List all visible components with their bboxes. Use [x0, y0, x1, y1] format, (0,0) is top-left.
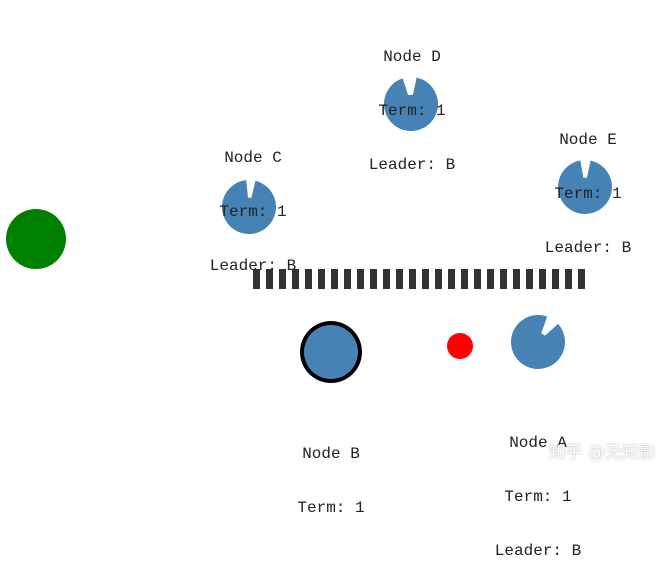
partition-segment [513, 269, 520, 289]
partition-segment [253, 269, 260, 289]
partition-segment [474, 269, 481, 289]
node-a-leader: Leader: B [494, 542, 582, 560]
node-a-name: Node A [509, 434, 567, 452]
node-a-label: Node A Term: 1 Leader: B [495, 398, 581, 578]
node-c-circle [222, 180, 276, 234]
watermark: 知乎 @无知影 [548, 443, 656, 463]
partition-segment [357, 269, 364, 289]
partition-segment [578, 269, 585, 289]
node-b-term: Term: 1 [297, 499, 365, 517]
partition-segment [292, 269, 299, 289]
network-partition [253, 269, 585, 289]
partition-segment [370, 269, 377, 289]
partition-segment [422, 269, 429, 289]
partition-segment [331, 269, 338, 289]
node-c-leader: Leader: B [209, 257, 297, 275]
partition-segment [461, 269, 468, 289]
partition-segment [279, 269, 286, 289]
node-e-circle [558, 160, 612, 214]
partition-segment [435, 269, 442, 289]
node-c-label: Node C Term: 1 Leader: B [210, 113, 296, 293]
message-dot [447, 333, 473, 359]
node-a-term: Term: 1 [504, 488, 572, 506]
partition-segment [305, 269, 312, 289]
partition-segment [487, 269, 494, 289]
node-e-name: Node E [559, 131, 617, 149]
partition-segment [565, 269, 572, 289]
node-e-leader: Leader: B [544, 239, 632, 257]
node-a-circle [511, 315, 565, 369]
node-c-term: Term: 1 [219, 203, 287, 221]
partition-segment [318, 269, 325, 289]
node-d-leader: Leader: B [368, 156, 456, 174]
node-b-name: Node B [302, 445, 360, 463]
partition-segment [539, 269, 546, 289]
partition-segment [448, 269, 455, 289]
raft-cluster-diagram [6, 77, 612, 383]
partition-segment [409, 269, 416, 289]
node-b-circle [304, 325, 358, 379]
partition-segment [266, 269, 273, 289]
partition-segment [552, 269, 559, 289]
node-e-term: Term: 1 [554, 185, 622, 203]
node-d-name: Node D [383, 48, 441, 66]
node-c-name: Node C [224, 149, 282, 167]
node-d-label: Node D Term: 1 Leader: B [369, 12, 455, 192]
partition-segment [526, 269, 533, 289]
node-d-term: Term: 1 [378, 102, 446, 120]
node-e-label: Node E Term: 1 Leader: B [545, 95, 631, 275]
node-b-label: Node B Term: 1 [297, 409, 364, 535]
partition-segment [344, 269, 351, 289]
node-d-circle [384, 77, 438, 131]
partition-segment [396, 269, 403, 289]
partition-segment [383, 269, 390, 289]
client-circle [6, 209, 66, 269]
partition-segment [500, 269, 507, 289]
